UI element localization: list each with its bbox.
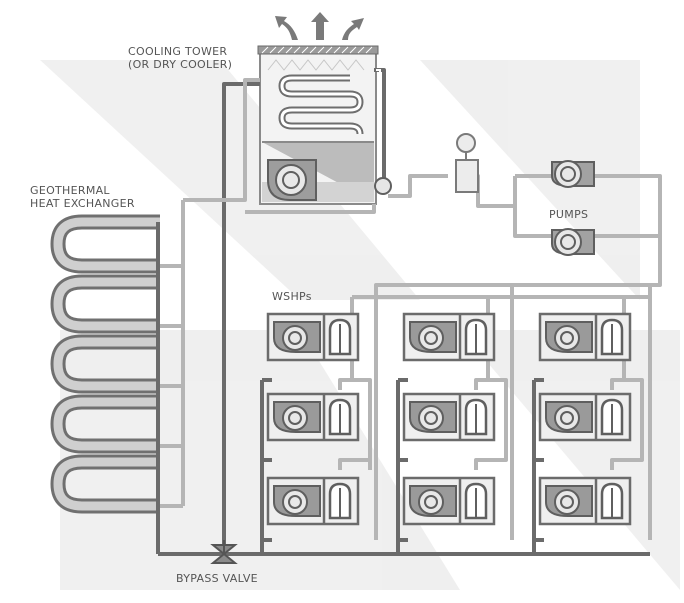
bypass-valve-label: BYPASS VALVE [176, 572, 258, 585]
cooling-tower-label-line1: COOLING TOWER [128, 45, 228, 58]
water-source-heat-pump [402, 392, 496, 442]
compressor-coil-icon [600, 482, 624, 520]
water-source-heat-pump [266, 312, 360, 362]
water-source-heat-pump [538, 476, 632, 526]
blower-fan-icon [409, 401, 457, 433]
blower-fan-icon [273, 485, 321, 517]
cooling-tower [257, 12, 392, 205]
geothermal-loop [50, 454, 160, 514]
geothermal-label-line2: HEAT EXCHANGER [30, 197, 135, 210]
compressor-coil-icon [464, 398, 488, 436]
compressor-coil-icon [464, 318, 488, 356]
bypass-valve-icon [210, 540, 238, 564]
blower-fan-icon [409, 321, 457, 353]
tower-outlet-fitting [374, 177, 392, 195]
geothermal-label-line1: GEOTHERMAL [30, 184, 110, 197]
geothermal-loop [50, 214, 160, 274]
compressor-coil-icon [328, 482, 352, 520]
blower-fan-icon [545, 401, 593, 433]
water-source-heat-pump [266, 392, 360, 442]
geothermal-label: GEOTHERMAL HEAT EXCHANGER [30, 184, 135, 210]
water-source-heat-pump [538, 312, 632, 362]
pump [551, 228, 595, 256]
pump [551, 160, 595, 188]
water-source-heat-pump [402, 476, 496, 526]
water-source-heat-pump [402, 312, 496, 362]
exhaust-arrows-icon [275, 12, 364, 40]
compressor-coil-icon [600, 318, 624, 356]
blower-fan-icon [545, 321, 593, 353]
main-piping [158, 78, 662, 556]
geothermal-heat-exchanger [50, 200, 185, 554]
flow-sensor-icon [455, 133, 479, 193]
tower-fan-icon [267, 159, 317, 201]
water-source-heat-pump [538, 392, 632, 442]
blower-fan-icon [545, 485, 593, 517]
compressor-coil-icon [600, 398, 624, 436]
blower-fan-icon [273, 401, 321, 433]
water-source-heat-pump [266, 476, 360, 526]
cooling-tower-grate [257, 45, 379, 55]
compressor-coil-icon [328, 398, 352, 436]
spray-zigzag [267, 59, 365, 71]
blower-fan-icon [409, 485, 457, 517]
geothermal-loop [50, 394, 160, 454]
compressor-coil-icon [464, 482, 488, 520]
blower-fan-icon [273, 321, 321, 353]
cooling-tower-label: COOLING TOWER (OR DRY COOLER) [128, 45, 232, 71]
geothermal-loop [50, 274, 160, 334]
compressor-coil-icon [328, 318, 352, 356]
geothermal-loop [50, 334, 160, 394]
cooling-tower-label-line2: (OR DRY COOLER) [128, 58, 233, 71]
wshps-label: WSHPs [272, 290, 312, 303]
pumps-label: PUMPS [549, 208, 589, 221]
